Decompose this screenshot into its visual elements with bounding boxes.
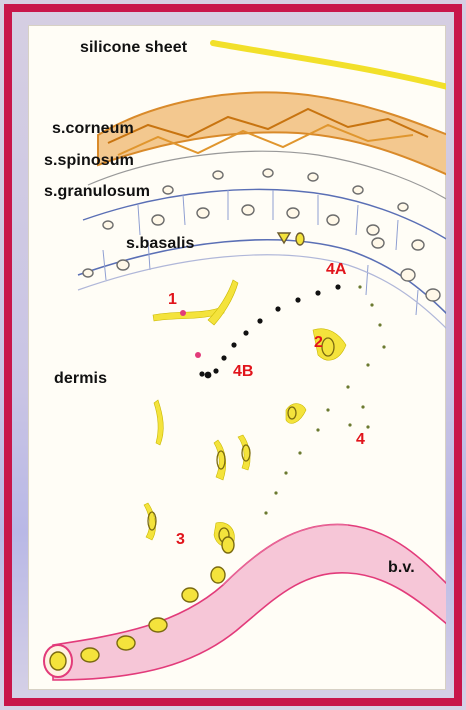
- fibroblasts: [144, 280, 346, 547]
- marker-4: 4: [356, 431, 365, 449]
- label-s-granulosum: s.granulosum: [44, 183, 150, 201]
- marker-2: 2: [314, 334, 323, 352]
- basal-cell-pair: [278, 233, 304, 245]
- silicone-sheet: [213, 43, 446, 87]
- pathway-4: [264, 285, 385, 514]
- label-s-corneum: s.corneum: [52, 120, 134, 138]
- label-s-spinosum: s.spinosum: [44, 152, 134, 170]
- label-bv: b.v.: [388, 559, 415, 577]
- label-silicone-sheet: silicone sheet: [80, 39, 187, 57]
- diagram-panel: silicone sheet s.corneum s.spinosum s.gr…: [28, 25, 446, 690]
- stratum-corneum: [98, 92, 446, 175]
- marker-1: 1: [168, 291, 177, 309]
- blood-vessel: [53, 524, 446, 680]
- basement-membrane: [78, 255, 446, 330]
- marker-4b: 4B: [233, 363, 253, 381]
- marker-4a: 4A: [326, 261, 346, 279]
- label-s-basalis: s.basalis: [126, 235, 195, 253]
- marker-3: 3: [176, 531, 185, 549]
- label-dermis: dermis: [54, 370, 107, 388]
